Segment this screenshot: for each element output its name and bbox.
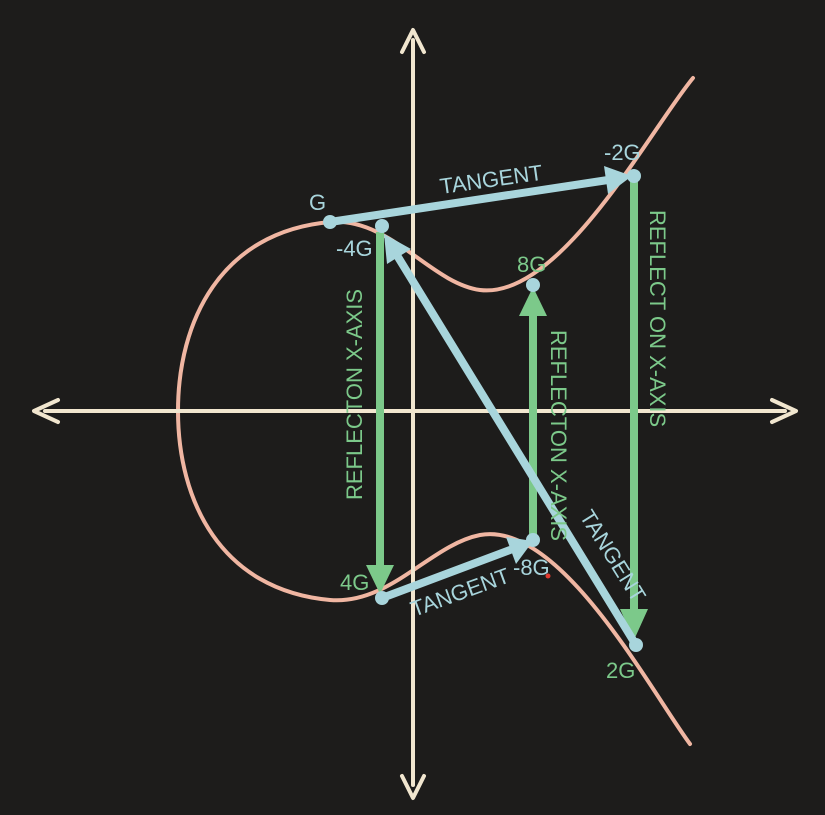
tangent-arrow-2g-to-neg4g [384,234,640,649]
label-neg-2g: -2G [604,140,641,165]
point-2g [629,638,643,652]
tangent-arrow-g-to-neg2g [326,166,632,226]
label-reflect-left: REFLECTON X-AXIS [342,289,367,500]
reflect-arrow-neg2g-to-2g [620,178,648,640]
label-8g: 8G [517,252,546,277]
point-neg-2g [627,169,641,183]
y-axis [400,28,426,800]
point-neg-8g [526,533,540,547]
point-4g [375,591,389,605]
reflect-arrow-neg8g-to-8g [519,287,547,538]
reflect-arrow-neg4g-to-4g [366,232,394,594]
label-g: G [309,190,326,215]
point-8g [526,278,540,292]
label-reflect-middle: REFLECTON X-AXIS [546,330,571,541]
label-2g: 2G [606,658,635,683]
label-neg-4g: -4G [336,236,373,261]
point-neg-4g [375,219,389,233]
label-reflect-right: REFLECT ON X-AXIS [645,210,670,427]
label-4g: 4G [340,570,369,595]
label-neg-8g: -8G [513,555,550,580]
point-g [323,215,337,229]
marker-dot [545,573,551,579]
tangent-arrow-4g-to-neg8g [378,537,533,602]
points [323,169,643,652]
